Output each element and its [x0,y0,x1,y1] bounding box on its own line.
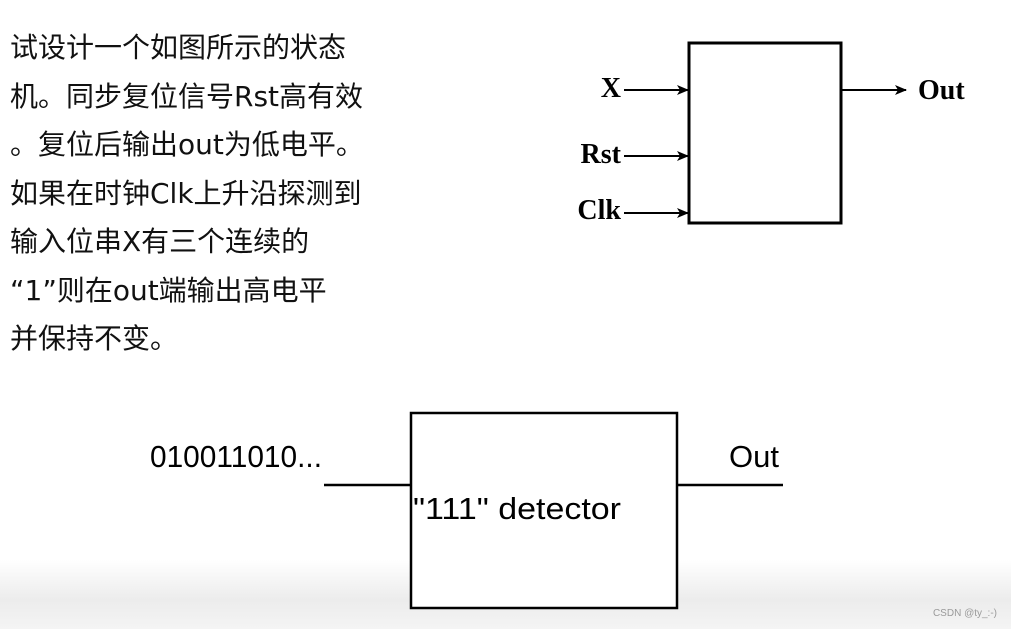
detector-label: "111" detector [413,491,621,526]
watermark: CSDN @ty_:-) [932,608,997,619]
input-bit-stream: 010011010... [150,439,322,474]
input-rst-label: Rst [581,139,622,170]
state-machine-block [687,41,843,225]
input-clk-label: Clk [577,195,621,226]
detector-block [409,411,679,610]
detector-output-label: Out [729,439,779,474]
problem-statement: 试设计一个如图所示的状态 机。同步复位信号Rst高有效 。复位后输出out为低电… [10,31,364,355]
output-out-label: Out [918,75,965,106]
input-x-label: X [601,73,621,104]
